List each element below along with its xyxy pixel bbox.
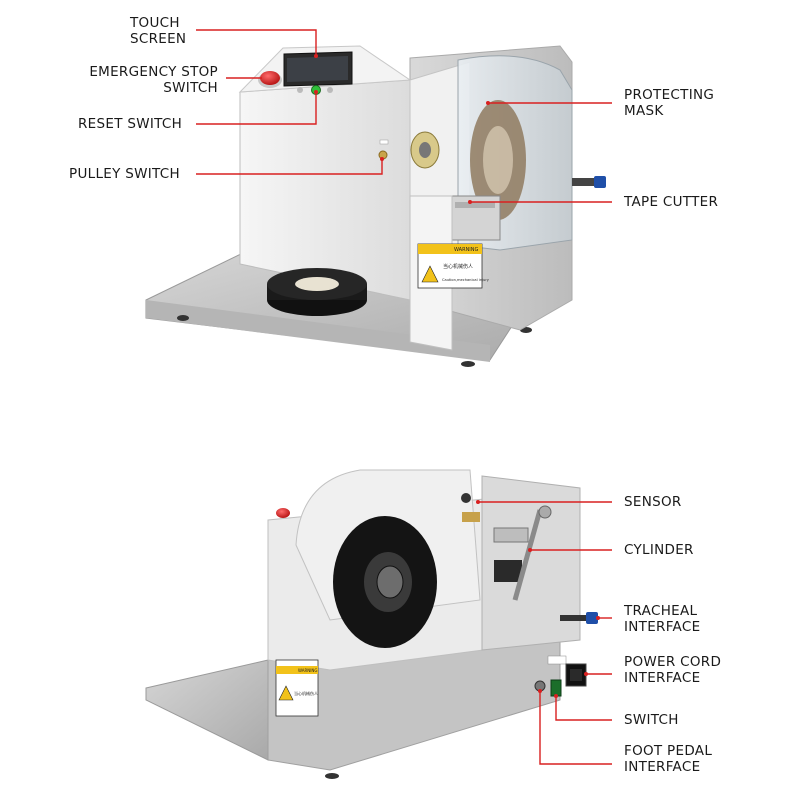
- callout-foot-pedal: [539, 691, 612, 765]
- label-cylinder: CYLINDER: [624, 542, 694, 558]
- label-power-cord-interface: POWER CORD INTERFACE: [624, 654, 722, 686]
- bottom-warning-title: WARNING: [298, 668, 318, 673]
- tracheal-interface-fitting[interactable]: [586, 612, 598, 624]
- callout-touch-screen: [196, 29, 317, 56]
- label-pulley-switch: PULLEY SWITCH: [69, 166, 180, 182]
- label-tape-cutter: TAPE CUTTER: [624, 194, 719, 210]
- label-switch: SWITCH: [624, 712, 679, 728]
- emergency-stop-button[interactable]: [260, 71, 280, 85]
- callout-pulley-switch: [196, 159, 383, 175]
- power-switch-rocker[interactable]: [550, 679, 562, 697]
- label-foot-pedal-interface: FOOT PEDAL INTERFACE: [624, 743, 713, 775]
- top-warning-chinese: 当心机械伤人: [443, 263, 473, 270]
- label-protecting-mask: PROTECTING MASK: [624, 87, 715, 119]
- label-emergency-stop: EMERGENCY STOP SWITCH: [89, 64, 218, 96]
- bottom-callouts: [476, 500, 612, 765]
- bottom-emergency-stop[interactable]: [276, 508, 290, 518]
- callout-switch: [555, 696, 612, 721]
- bottom-warning-chinese: 当心机械伤人: [294, 690, 318, 696]
- label-touch-screen: TOUCH SCREEN: [130, 15, 187, 47]
- bottom-machine: WARNING 当心机械伤人: [145, 469, 598, 779]
- bottom-base-plate: [145, 659, 269, 761]
- callout-reset-switch: [196, 92, 317, 125]
- top-callouts: [196, 29, 612, 204]
- top-warning-plate: WARNING 当心机械伤人 Caution,mechanical injury: [417, 243, 490, 289]
- label-tracheal-interface: TRACHEAL INTERFACE: [624, 603, 701, 635]
- top-tape-roll: [267, 268, 367, 316]
- label-reset-switch: RESET SWITCH: [78, 116, 183, 132]
- sensor-device: [461, 493, 471, 503]
- bottom-warning-plate: WARNING 当心机械伤人: [275, 659, 319, 717]
- label-sensor: SENSOR: [624, 494, 682, 510]
- cylinder-device: [493, 505, 552, 601]
- bottom-tape-roll: [333, 516, 437, 648]
- top-warning-english: Caution,mechanical injury: [442, 278, 490, 282]
- top-control-box: [239, 79, 411, 301]
- top-warning-title: WARNING: [454, 247, 479, 253]
